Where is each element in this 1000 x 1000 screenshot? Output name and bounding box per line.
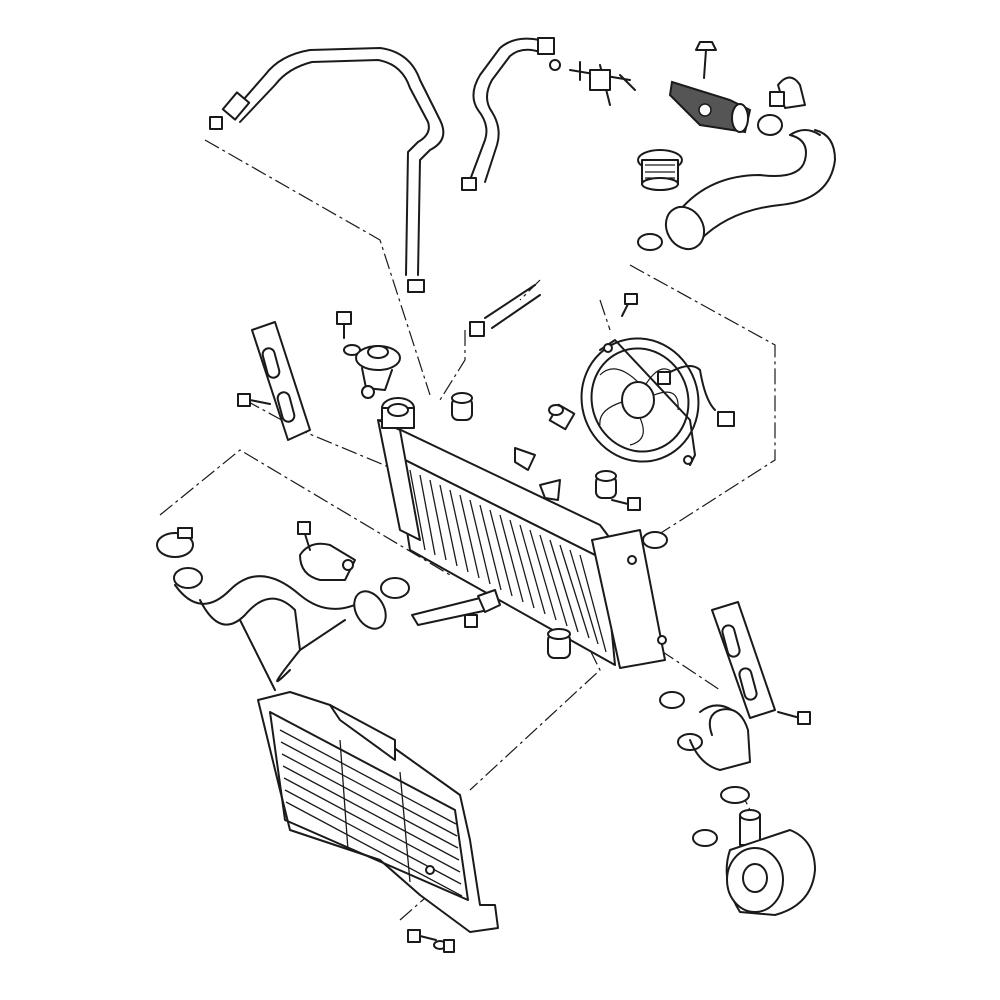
radiator-fins (409, 469, 607, 653)
leader-lines (159, 139, 776, 921)
radiator-bracket-left (237, 321, 311, 441)
bolt-icon (621, 293, 638, 317)
oil-cooler-hose (689, 704, 751, 771)
collar-icon (548, 403, 576, 431)
bypass-hose (461, 37, 555, 191)
hose-clamp-icon (659, 691, 703, 751)
hose-clamp-icon (757, 76, 806, 136)
lower-radiator-hose (173, 567, 410, 691)
radiator-bracket-right (711, 601, 811, 725)
upper-radiator-hose (637, 129, 836, 251)
breather-hose (209, 47, 445, 276)
bracket-clip-icon (514, 447, 561, 501)
hose-clip (209, 116, 223, 130)
hose-clamp-icon (692, 786, 750, 847)
stay-bracket-icon (411, 589, 501, 628)
oil-cooler-icon (725, 809, 816, 916)
bolt-icon (336, 311, 361, 356)
radiator (377, 397, 668, 669)
grommet-icon (595, 470, 617, 499)
bolt-icon (407, 929, 455, 953)
thermostat-housing-cover (668, 80, 752, 134)
grommet-icon (451, 392, 473, 421)
hose-clamp-icon (156, 527, 194, 558)
hose-bracket-icon (297, 521, 356, 581)
cooling-fan (580, 337, 735, 466)
bolt-icon (695, 41, 717, 79)
valve-icon (549, 59, 636, 106)
overflow-hose (469, 284, 541, 337)
bolt-icon (611, 497, 641, 511)
hose-clip (407, 279, 425, 293)
radiator-cap-icon (355, 345, 401, 399)
radiator-guard (257, 691, 499, 933)
grommet-icon (547, 628, 571, 659)
thermostat-icon (637, 149, 683, 191)
